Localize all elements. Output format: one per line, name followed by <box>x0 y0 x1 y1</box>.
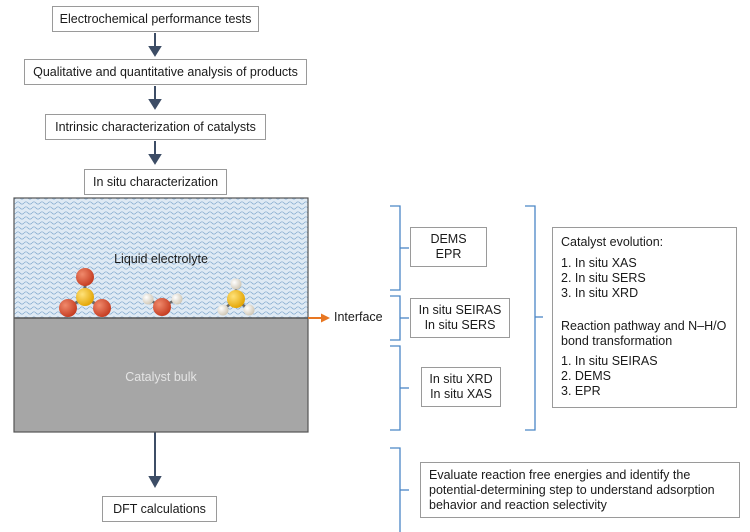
flow-arrows <box>148 33 162 489</box>
catalyst-bulk-region <box>14 318 308 432</box>
dft-calculations-box: DFT calculations <box>102 496 217 522</box>
molecule-2 <box>142 293 183 316</box>
technique-box-electrolyte: DEMS EPR <box>410 227 487 267</box>
summary-box: Catalyst evolution: 1. In situ XAS 2. In… <box>552 227 737 408</box>
pathway-title: Reaction pathway and N–H/O bond transfor… <box>561 319 727 348</box>
technique-epr: EPR <box>435 247 462 261</box>
molecule-1 <box>59 268 111 317</box>
technique-xas: In situ XAS <box>430 387 492 401</box>
list-item: 2. In situ SERS <box>561 271 646 285</box>
summary-bracket <box>525 205 543 431</box>
list-item: 1. In situ SEIRAS <box>561 354 658 368</box>
molecule-3 <box>217 278 255 316</box>
technique-dems: DEMS <box>430 232 467 246</box>
interface-label: Interface <box>334 310 383 324</box>
interface-arrow <box>308 313 330 323</box>
evolution-list: 1. In situ XAS 2. In situ SERS 3. In sit… <box>561 256 728 301</box>
list-item: 2. DEMS <box>561 369 612 383</box>
pathway-list: 1. In situ SEIRAS 2. DEMS 3. EPR <box>561 354 728 399</box>
flow-step-in-situ-characterization: In situ characterization <box>84 169 227 195</box>
list-item: 3. EPR <box>561 384 601 398</box>
technique-brackets <box>390 205 409 431</box>
flow-step-product-analysis: Qualitative and quantitative analysis of… <box>24 59 307 85</box>
technique-box-bulk: In situ XRD In situ XAS <box>421 367 501 407</box>
flow-step-intrinsic-characterization: Intrinsic characterization of catalysts <box>45 114 266 140</box>
flow-step-performance-tests: Electrochemical performance tests <box>52 6 259 32</box>
technique-sers: In situ SERS <box>424 318 496 332</box>
electrolyte-label: Liquid electrolyte <box>114 252 208 266</box>
evolution-title: Catalyst evolution: <box>561 235 664 249</box>
list-item: 1. In situ XAS <box>561 256 637 270</box>
technique-seiras: In situ SEIRAS <box>418 303 502 317</box>
dft-description-box: Evaluate reaction free energies and iden… <box>420 462 740 518</box>
technique-box-interface: In situ SEIRAS In situ SERS <box>410 298 510 338</box>
technique-xrd: In situ XRD <box>429 372 493 386</box>
dft-bracket <box>390 447 409 532</box>
list-item: 3. In situ XRD <box>561 286 639 300</box>
catalyst-bulk-label: Catalyst bulk <box>125 370 197 384</box>
